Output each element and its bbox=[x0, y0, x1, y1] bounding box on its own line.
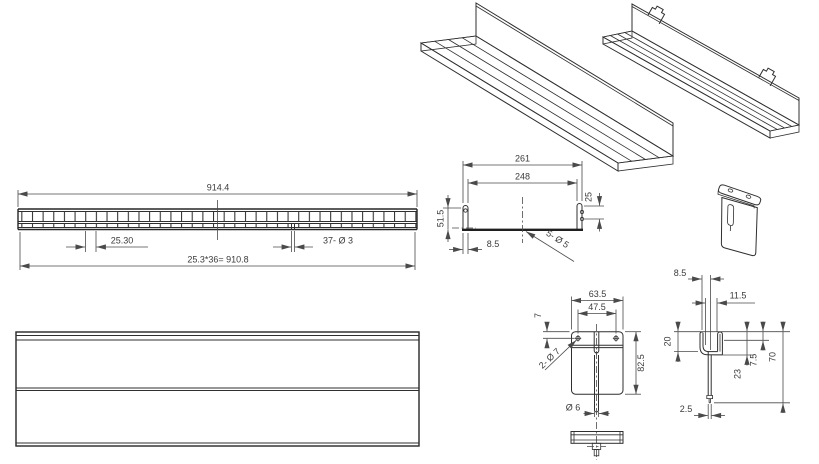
dim-inner-width-label: 248 bbox=[515, 172, 530, 182]
dim-thickness-label: 2.5 bbox=[680, 404, 693, 414]
dim-hook-width-label: 11.5 bbox=[730, 291, 747, 301]
dim-right-wall-height-label: 25 bbox=[584, 192, 594, 202]
dim-pitch-total: 25.3*36= 910.8 bbox=[19, 232, 416, 270]
dim-drop: 23 bbox=[733, 321, 750, 379]
clip-iso-slot bbox=[727, 204, 735, 226]
tray2-left-end-lip bbox=[602, 30, 633, 45]
clip-top-bar bbox=[570, 431, 624, 444]
right-wall-wire-bump-1 bbox=[579, 209, 585, 215]
tray1-left-end-lip bbox=[420, 35, 477, 52]
cross-section-view: 261 248 51.5 25 8.5 bbox=[436, 154, 604, 262]
dim-clip-height: 82.5 bbox=[625, 331, 646, 395]
clip-iso-flange bbox=[717, 184, 762, 206]
tray2-right-end-lip bbox=[769, 124, 800, 139]
side-elevation-view: 914.4 25.30 37- Ø 3 25.3*36= 910.8 bbox=[17, 183, 418, 270]
dim-hook-offset-label: 8.5 bbox=[674, 268, 687, 278]
tray1-right-end-lip bbox=[617, 155, 674, 172]
dim-drop-label: 23 bbox=[733, 369, 743, 379]
clip-front-view: 63.5 47.5 7 2- Ø 7 82.5 bbox=[533, 289, 646, 460]
clip-iso-hole-2 bbox=[745, 194, 752, 199]
plan-wire-grid bbox=[15, 331, 420, 447]
dim-pitch: 25.30 bbox=[66, 231, 148, 252]
dim-left-wall-height-label: 51.5 bbox=[436, 210, 446, 228]
clip-top-stud-tip bbox=[593, 449, 600, 457]
dim-right-wall-height: 25 bbox=[584, 192, 604, 232]
dim-bottom-holes: 5- Ø 5 bbox=[525, 228, 575, 262]
dim-hole-count-label: 37- Ø 3 bbox=[323, 236, 353, 246]
dim-clip-width-label: 63.5 bbox=[589, 289, 607, 299]
clip-iso-view bbox=[717, 184, 762, 257]
iso-view-clip-tray bbox=[601, 3, 801, 139]
right-wall-wire-bump-2 bbox=[579, 216, 585, 222]
clip-top-view bbox=[570, 431, 624, 457]
dim-left-wall-height: 51.5 bbox=[436, 195, 461, 242]
dim-clip-width: 63.5 bbox=[571, 289, 624, 330]
dim-gap-label: 7.5 bbox=[749, 354, 759, 367]
dim-edge-offset: 8.5 bbox=[449, 233, 499, 254]
dim-gap: 7.5 bbox=[749, 321, 766, 367]
dim-clip-hole-spacing: 47.5 bbox=[577, 302, 617, 334]
dim-clip-side-height: 70 bbox=[768, 321, 786, 413]
iso-view-long-tray bbox=[419, 2, 675, 172]
dim-hole-count: 37- Ø 3 bbox=[273, 223, 353, 252]
dim-clip-stud-diameter-label: Ø 6 bbox=[566, 403, 581, 413]
dim-inner-width: 248 bbox=[467, 172, 578, 203]
dim-outer-width-label: 261 bbox=[515, 154, 530, 164]
dim-clip-hole-offset-label: 7 bbox=[533, 313, 543, 318]
clip-iso-plate bbox=[720, 196, 758, 257]
dim-thickness: 2.5 bbox=[680, 404, 725, 419]
dim-overall-width: 914.4 bbox=[17, 183, 418, 207]
dim-clip-hole-spacing-label: 47.5 bbox=[588, 302, 606, 312]
tray2-mount-clip-2 bbox=[758, 67, 777, 87]
dim-hook-offset: 8.5 bbox=[674, 268, 724, 282]
dim-clip-holes: 2- Ø 7 bbox=[537, 339, 577, 371]
dim-clip-height-label: 82.5 bbox=[636, 354, 646, 372]
dim-pitch-label: 25.30 bbox=[111, 236, 134, 246]
dim-lip-height: 20 bbox=[663, 321, 681, 362]
dim-clip-hole-offset: 7 bbox=[533, 313, 575, 349]
tray2-front-lip bbox=[602, 36, 771, 139]
dim-bottom-holes-label: 5- Ø 5 bbox=[544, 228, 570, 250]
dim-overall-width-label: 914.4 bbox=[207, 183, 230, 193]
tray2-back-wall bbox=[631, 3, 800, 126]
tray1-back-wall bbox=[475, 2, 674, 157]
dim-lip-height-label: 20 bbox=[663, 336, 673, 346]
tray2-mount-clip-1 bbox=[647, 5, 666, 25]
clip-iso-hole-1 bbox=[727, 188, 734, 193]
dim-clip-holes-label: 2- Ø 7 bbox=[537, 346, 562, 370]
dim-hook-width: 11.5 bbox=[692, 291, 755, 306]
dim-outer-width: 261 bbox=[462, 154, 583, 203]
plan-view bbox=[15, 331, 420, 447]
dim-edge-offset-label: 8.5 bbox=[487, 239, 500, 249]
clip-side-view: 8.5 11.5 20 23 7.5 70 bbox=[663, 268, 790, 419]
dim-clip-stud-diameter: Ø 6 bbox=[566, 403, 610, 417]
left-wall-wire-end bbox=[463, 208, 468, 213]
dim-pitch-total-label: 25.3*36= 910.8 bbox=[187, 255, 248, 265]
dim-clip-side-height-label: 70 bbox=[768, 352, 778, 362]
clip-front-body bbox=[571, 331, 624, 395]
